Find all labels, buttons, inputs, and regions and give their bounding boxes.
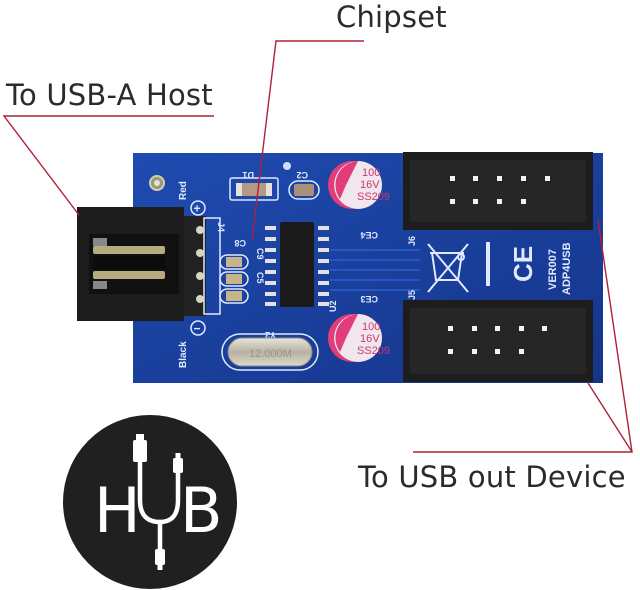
svg-text:100: 100 xyxy=(362,321,380,333)
weee-recycle-icon xyxy=(427,243,469,293)
callout-leader-lines xyxy=(2,40,633,453)
svg-text:−: − xyxy=(194,322,201,336)
usb-device-leader-line-2 xyxy=(587,382,633,453)
usb-host-leader-line xyxy=(2,115,214,216)
designator-y2: Y2 xyxy=(265,330,276,340)
designator-u2: U2 xyxy=(328,300,338,312)
chipset-ic-u2 xyxy=(265,222,329,307)
electrolytic-capacitor-ce3: 100 16V SS209 xyxy=(328,314,390,362)
wire-black-label: Black xyxy=(178,341,189,368)
model-line2: ADP4USB xyxy=(561,242,573,295)
designator-j4: J4 xyxy=(216,222,226,232)
ce-mark-icon: CE xyxy=(508,246,538,282)
svg-text:SS209: SS209 xyxy=(357,345,390,357)
designator-c9: C9 xyxy=(255,248,265,260)
model-line1: VER007 xyxy=(547,249,559,290)
usb-host-callout-label: To USB-A Host xyxy=(6,78,213,112)
separator-bar xyxy=(486,242,490,286)
usb-device-callout-label: To USB out Device xyxy=(358,460,626,494)
hub-logo: H B xyxy=(63,415,237,589)
smd-capacitors xyxy=(219,254,249,304)
usb-hub-pcb: Red Black + − D1 C2 C8 C9 C5 J4 U2 Y2 CE… xyxy=(133,152,603,383)
designator-ce3: CE3 xyxy=(360,294,378,304)
capacitor-c2 xyxy=(294,184,314,196)
usb-out-header-j5 xyxy=(403,300,593,382)
crystal-oscillator-y2: 12.000M xyxy=(221,333,319,371)
designator-d1: D1 xyxy=(242,170,254,180)
header-j4 xyxy=(184,216,206,316)
crystal-frequency-label: 12.000M xyxy=(249,348,292,360)
hub-logo-circle xyxy=(63,415,237,589)
wire-red-label: Red xyxy=(178,181,189,200)
pcb-traces xyxy=(330,249,420,291)
header-j4-pins xyxy=(196,226,204,303)
hub-logo-letter-b: B xyxy=(180,474,223,547)
designator-j6: J6 xyxy=(407,236,417,246)
hub-logo-letter-h: H xyxy=(94,474,141,547)
usb-host-input-connector xyxy=(77,207,184,321)
chipset-callout-label: Chipset xyxy=(336,0,447,34)
chipset-leader-line xyxy=(251,40,364,241)
designator-j5: J5 xyxy=(407,290,417,300)
svg-text:16V: 16V xyxy=(360,333,380,345)
plus-symbol-icon xyxy=(190,200,206,216)
designator-c5: C5 xyxy=(255,272,265,284)
diode-d1 xyxy=(236,183,272,196)
designator-ce4: CE4 xyxy=(360,230,378,240)
minus-symbol-icon xyxy=(190,320,206,336)
svg-text:+: + xyxy=(194,202,201,216)
electrolytic-capacitor-ce4: 100 16V SS209 xyxy=(328,161,390,209)
svg-text:16V: 16V xyxy=(360,179,380,191)
fiducial-dot xyxy=(283,162,291,170)
usb-cable-icon xyxy=(137,457,181,553)
designator-c2: C2 xyxy=(296,170,308,180)
svg-text:100: 100 xyxy=(362,167,380,179)
usb-out-header-j6 xyxy=(403,152,593,230)
designator-c8: C8 xyxy=(234,238,246,248)
svg-text:SS209: SS209 xyxy=(357,191,390,203)
